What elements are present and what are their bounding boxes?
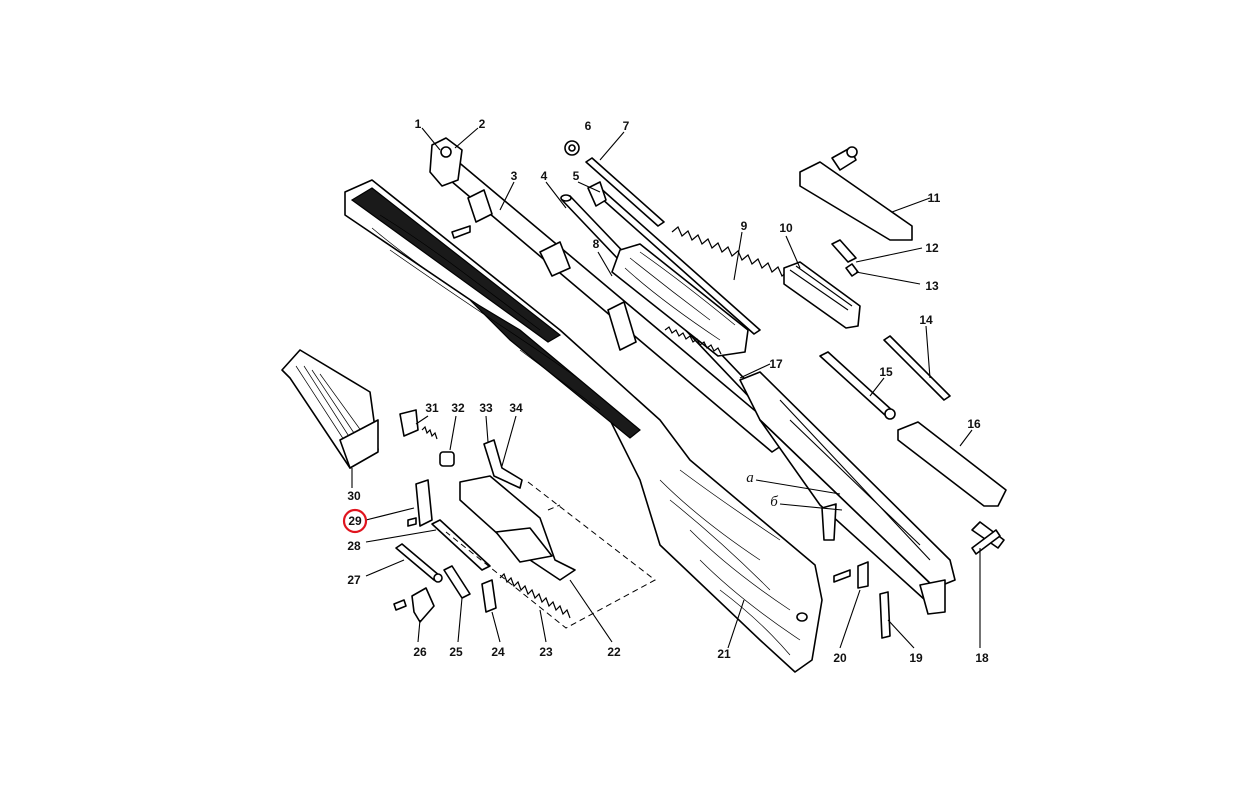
callout-22: 22 — [607, 645, 621, 659]
rod-15-part — [819, 351, 896, 420]
callout-34: 34 — [509, 401, 523, 415]
callout-2: 2 — [479, 117, 486, 131]
callout-14: 14 — [919, 313, 933, 327]
part-25 — [443, 565, 471, 599]
pin-18-part — [971, 521, 1005, 555]
callout-27: 27 — [347, 573, 361, 587]
part-31 — [399, 409, 438, 440]
callout-4: 4 — [541, 169, 548, 183]
callout-16: 16 — [967, 417, 981, 431]
pin-19-part — [879, 591, 891, 639]
part-28 — [431, 519, 491, 571]
callout-29: 29 — [348, 514, 362, 528]
callout-6: 6 — [585, 119, 592, 133]
callout-17: 17 — [769, 357, 783, 371]
callout-5: 5 — [573, 169, 580, 183]
barrel-part — [429, 137, 791, 453]
piston-part — [585, 157, 761, 335]
callout-33: 33 — [479, 401, 493, 415]
handguard-part — [607, 243, 749, 357]
callout-15: 15 — [879, 365, 893, 379]
part-24 — [481, 579, 497, 613]
callout-3: 3 — [511, 169, 518, 183]
callout-labels: 1 2 3 4 5 6 7 8 9 10 11 12 13 14 15 16 1… — [347, 117, 989, 665]
top-cover-part — [799, 146, 913, 241]
callout-a: a — [746, 470, 754, 486]
nut-part — [564, 140, 580, 156]
receiver-part — [739, 371, 956, 615]
highlight-circle-29 — [342, 508, 368, 534]
callout-26: 26 — [413, 645, 427, 659]
dashed-assembly-lines — [445, 481, 656, 629]
callout-12: 12 — [925, 241, 939, 255]
callout-31: 31 — [425, 401, 439, 415]
callout-11: 11 — [928, 191, 941, 205]
callout-32: 32 — [451, 401, 465, 415]
callout-8: 8 — [593, 237, 600, 251]
extractor-part — [831, 239, 859, 277]
cover-16-part — [897, 421, 1007, 507]
bolt-part — [783, 261, 861, 329]
callout-24: 24 — [491, 645, 505, 659]
callout-1: 1 — [415, 117, 422, 131]
callout-28: 28 — [347, 539, 361, 553]
callout-10: 10 — [779, 221, 793, 235]
hammer-spring-part — [499, 572, 571, 619]
stock-part — [344, 179, 823, 673]
callout-21: 21 — [717, 647, 731, 661]
magazine-part — [281, 349, 379, 469]
part-29 — [407, 479, 433, 527]
callout-25: 25 — [449, 645, 463, 659]
part-32 — [439, 451, 455, 467]
callout-23: 23 — [539, 645, 553, 659]
part-27 — [395, 543, 443, 583]
callout-30: 30 — [347, 489, 361, 503]
callout-19: 19 — [909, 651, 923, 665]
trigger-group-part — [459, 439, 576, 581]
callout-20: 20 — [833, 651, 847, 665]
callout-7: 7 — [623, 119, 630, 133]
callout-9: 9 — [741, 219, 748, 233]
leader-lines — [351, 127, 981, 649]
part-26-trigger — [393, 587, 435, 623]
callout-b: б — [770, 494, 778, 510]
pin-14-part — [883, 335, 951, 401]
spring-17-part — [664, 326, 722, 355]
part-20 — [833, 561, 869, 589]
callout-18: 18 — [975, 651, 989, 665]
callout-13: 13 — [925, 279, 939, 293]
